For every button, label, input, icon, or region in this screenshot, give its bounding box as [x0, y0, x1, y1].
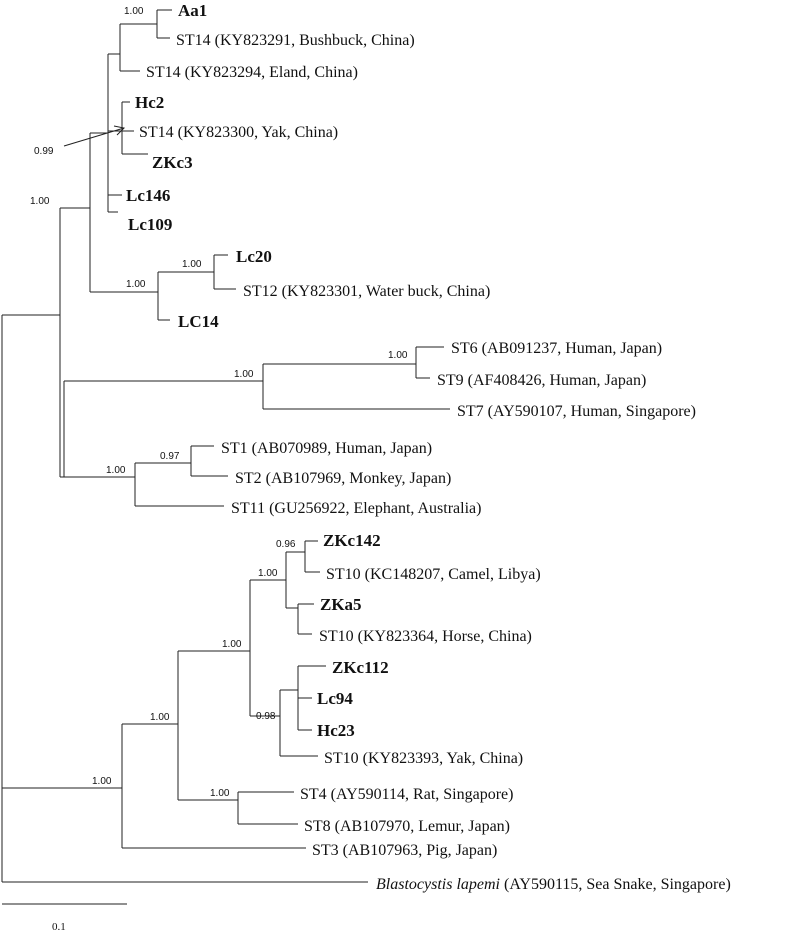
- leaf-st8: ST8 (AB107970, Lemur, Japan): [304, 818, 510, 835]
- leaf-labels: Aa1 ST14 (KY823291, Bushbuck, China) ST1…: [126, 1, 731, 893]
- leaf-lc146: Lc146: [126, 186, 170, 205]
- leaf-lc94: Lc94: [317, 689, 353, 708]
- support-st14-yak: 0.99: [34, 146, 54, 157]
- support-st1211: 1.00: [106, 465, 126, 476]
- support-st6: 1.00: [388, 350, 408, 361]
- support-arrowhead: [113, 125, 126, 136]
- leaf-aa1: Aa1: [178, 1, 207, 20]
- scale-bar-label: 0.1: [52, 921, 66, 933]
- support-zkc142: 0.96: [276, 539, 296, 550]
- leaf-st9: ST9 (AF408426, Human, Japan): [437, 372, 646, 389]
- leaf-st10-horse: ST10 (KY823364, Horse, China): [319, 628, 532, 645]
- leaf-hc23: Hc23: [317, 721, 355, 740]
- leaf-outgroup: Blastocystis lapemi (AY590115, Sea Snake…: [376, 876, 731, 893]
- support-values: 1.00 0.99 1.00 1.00 1.00 1.00 1.00 0.97 …: [30, 6, 408, 799]
- leaf-outgroup-species: Blastocystis lapemi: [376, 876, 500, 893]
- leaf-zkc142: ZKc142: [323, 531, 381, 550]
- leaf-lc109: Lc109: [128, 215, 172, 234]
- leaf-zka5: ZKa5: [320, 595, 362, 614]
- leaf-st11: ST11 (GU256922, Elephant, Australia): [231, 500, 481, 517]
- support-big-clade: 1.00: [92, 776, 112, 787]
- leaf-st14-eland: ST14 (KY823294, Eland, China): [146, 64, 358, 81]
- leaf-st10-camel: ST10 (KC148207, Camel, Libya): [326, 566, 541, 583]
- tree-branches: [1, 9, 450, 905]
- support-st10all: 1.00: [222, 639, 242, 650]
- leaf-st2: ST2 (AB107969, Monkey, Japan): [235, 470, 451, 487]
- leaf-st14-bushbuck: ST14 (KY823291, Bushbuck, China): [176, 32, 415, 49]
- leaf-zkc3: ZKc3: [152, 153, 193, 172]
- leaf-lc20: Lc20: [236, 247, 272, 266]
- leaf-st3: ST3 (AB107963, Pig, Japan): [312, 842, 497, 859]
- leaf-st14-yak: ST14 (KY823300, Yak, China): [139, 124, 338, 141]
- support-st10a: 1.00: [258, 568, 278, 579]
- support-st10st4: 1.00: [150, 712, 170, 723]
- leaf-hc2: Hc2: [135, 93, 164, 112]
- support-st10b: 0.98: [256, 711, 276, 722]
- support-st679: 1.00: [234, 369, 254, 380]
- leaf-st6: ST6 (AB091237, Human, Japan): [451, 340, 662, 357]
- leaf-outgroup-info: (AY590115, Sea Snake, Singapore): [500, 876, 731, 893]
- support-st4: 1.00: [210, 788, 230, 799]
- leaf-st10-yak: ST10 (KY823393, Yak, China): [324, 750, 523, 767]
- leaf-st12-waterbuck: ST12 (KY823301, Water buck, China): [243, 283, 490, 300]
- leaf-st1: ST1 (AB070989, Human, Japan): [221, 440, 432, 457]
- leaf-st7: ST7 (AY590107, Human, Singapore): [457, 403, 696, 420]
- leaf-st4: ST4 (AY590114, Rat, Singapore): [300, 786, 513, 803]
- support-arrow: [63, 127, 125, 147]
- support-st14-clade: 1.00: [30, 196, 50, 207]
- support-lc20: 1.00: [182, 259, 202, 270]
- leaf-lc14: LC14: [178, 312, 219, 331]
- support-lc14: 1.00: [126, 279, 146, 290]
- support-st1: 0.97: [160, 451, 180, 462]
- support-aa1: 1.00: [124, 6, 144, 17]
- leaf-zkc112: ZKc112: [332, 658, 389, 677]
